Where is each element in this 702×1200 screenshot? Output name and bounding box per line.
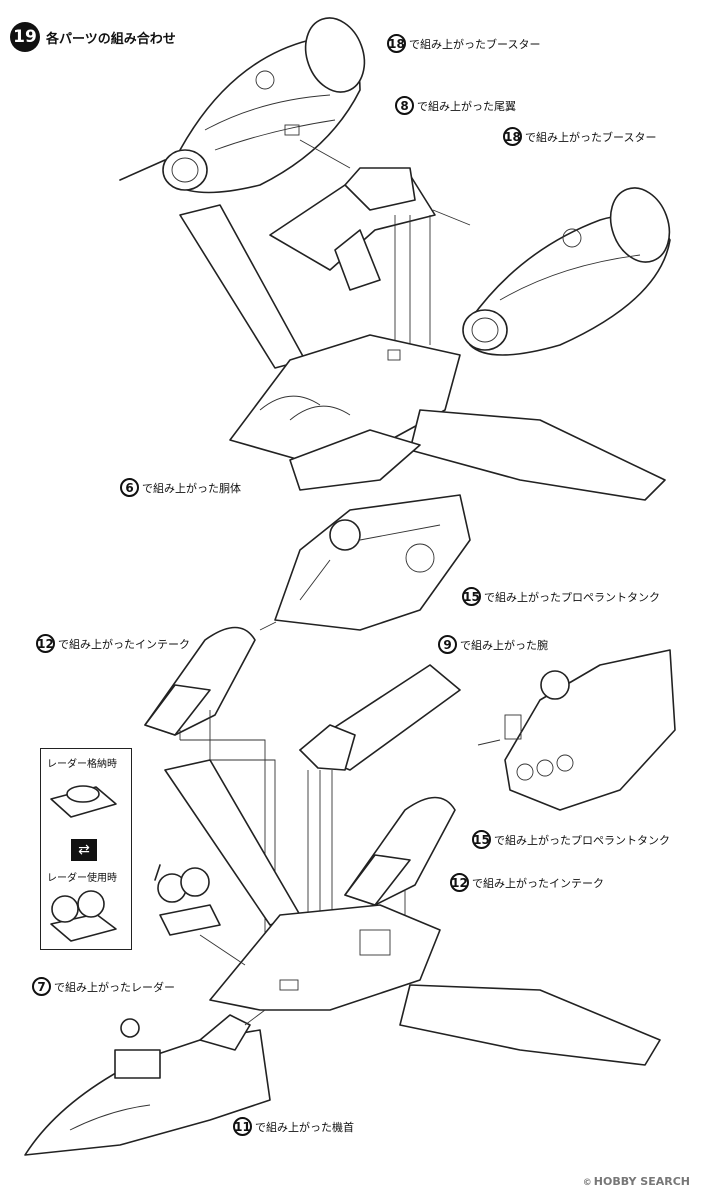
callout-nose: 11 で組み上がった機首 — [233, 1117, 354, 1136]
callout-text: で組み上がったインテーク — [472, 876, 604, 890]
callout-fuselage: 6 で組み上がった胴体 — [120, 478, 241, 497]
callout-booster-top: 18 で組み上がったブースター — [387, 34, 540, 53]
callout-number: 15 — [472, 830, 491, 849]
callout-text: で組み上がった腕 — [460, 638, 548, 652]
arm-unit — [299, 664, 461, 771]
watermark: ©HOBBY SEARCH — [583, 1175, 690, 1188]
lower-fuselage — [164, 759, 661, 1066]
radar-inset-drawings — [50, 785, 117, 942]
callout-number: 18 — [387, 34, 406, 53]
callout-radar: 7 で組み上がったレーダー — [32, 977, 175, 996]
callout-number: 7 — [32, 977, 51, 996]
callout-arm: 9 で組み上がった腕 — [438, 635, 548, 654]
callout-text: で組み上がったブースター — [409, 37, 541, 51]
nose-section — [24, 1014, 271, 1156]
callout-text: で組み上がったプロペラントタンク — [484, 590, 660, 604]
booster-right — [462, 187, 671, 356]
callout-number: 6 — [120, 478, 139, 497]
callout-number: 8 — [395, 96, 414, 115]
inset-deployed-label: レーダー使用時 — [47, 873, 117, 884]
callout-text: で組み上がったブースター — [525, 130, 657, 144]
callout-text: で組み上がった胴体 — [142, 481, 241, 495]
tail-fin — [269, 167, 436, 291]
callout-text: で組み上がったレーダー — [54, 980, 175, 994]
callout-number: 11 — [233, 1117, 252, 1136]
radar-inset-panel: レーダー格納時 ⇄ レーダー使用時 — [40, 748, 132, 950]
callout-booster-right: 18 で組み上がったブースター — [503, 127, 656, 146]
callout-propellant-tank-right: 15 で組み上がったプロペラントタンク — [472, 830, 670, 849]
callout-propellant-tank-upper: 15 で組み上がったプロペラントタンク — [462, 587, 660, 606]
step-title: 各パーツの組み合わせ — [46, 31, 176, 47]
fuselage — [179, 204, 666, 501]
inset-stowed-label: レーダー格納時 — [47, 759, 117, 770]
callout-number: 9 — [438, 635, 457, 654]
callout-text: で組み上がったインテーク — [58, 637, 190, 651]
callout-intake-upper: 12 で組み上がったインテーク — [36, 634, 190, 653]
callout-number: 15 — [462, 587, 481, 606]
propellant-tank-right — [504, 649, 676, 811]
propellant-tank-upper — [274, 494, 471, 631]
callout-number: 12 — [36, 634, 55, 653]
callout-number: 12 — [450, 873, 469, 892]
step-header: 19 各パーツの組み合わせ — [10, 22, 176, 52]
callout-text: で組み上がったプロペラントタンク — [494, 833, 670, 847]
callout-number: 18 — [503, 127, 522, 146]
watermark-text: HOBBY SEARCH — [593, 1175, 690, 1188]
callout-intake-right: 12 で組み上がったインテーク — [450, 873, 604, 892]
intake-right — [344, 796, 456, 906]
watermark-copyright: © — [582, 1178, 592, 1188]
callout-text: で組み上がった機首 — [255, 1120, 354, 1134]
booster-top — [119, 17, 366, 194]
callout-text: で組み上がった尾翼 — [417, 99, 516, 113]
step-number: 19 — [10, 22, 40, 52]
swap-arrow-icon: ⇄ — [71, 839, 97, 861]
radar — [154, 864, 221, 936]
intake-upper — [144, 626, 256, 736]
callout-tail: 8 で組み上がった尾翼 — [395, 96, 516, 115]
